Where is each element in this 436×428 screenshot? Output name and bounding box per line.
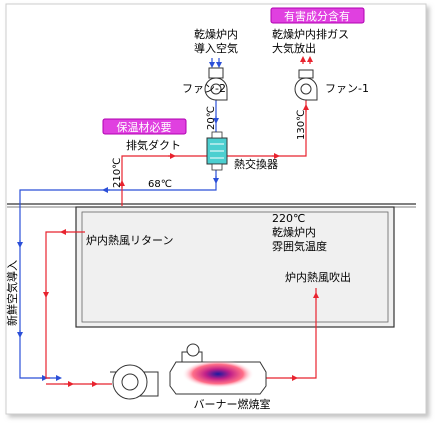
fan-1-label: ファン-1 [325, 82, 369, 95]
fan-1-icon [294, 69, 318, 101]
temp-130-label: 130℃ [296, 110, 307, 140]
insulation-badge: 保温材必要 [102, 118, 187, 135]
heat-exchanger-label: 熱交換器 [234, 157, 278, 171]
temp-68-label: 68℃ [148, 179, 172, 190]
exhaust-duct-label: 排気ダクト [126, 138, 181, 152]
harmful-badge: 有害成分含有 [270, 7, 365, 24]
insulation-badge-text: 保温材必要 [117, 120, 172, 134]
blue-arrows [17, 116, 219, 381]
exhaust-label-2: 大気放出 [272, 41, 316, 55]
burner-chamber-icon [169, 343, 267, 395]
heat-exchanger-icon [206, 131, 228, 171]
oven-atm-label-1: 乾燥炉内 [272, 225, 316, 239]
hot-air-out-label: 炉内熱風吹出 [285, 270, 351, 284]
drying-oven-inner [81, 211, 389, 323]
return-air-label: 炉内熱風リターン [86, 233, 173, 247]
fresh-air-label: 新鮮空気導入 [5, 260, 19, 326]
temp-220-label: 220℃ [272, 212, 305, 225]
drying-oven [75, 206, 395, 328]
temp-20-label: 20℃ [206, 106, 217, 130]
circulation-blower-icon [110, 364, 159, 400]
intake-arrows [209, 58, 222, 68]
fan-2-label: ファン-2 [182, 82, 226, 95]
exhaust-label-1: 乾燥炉内排ガス [272, 27, 349, 41]
harmful-badge-text: 有害成分含有 [284, 9, 350, 23]
oven-atm-label-2: 雰囲気温度 [272, 239, 327, 253]
intake-label-2: 導入空気 [194, 41, 238, 55]
temp-210-label: 210℃ [112, 158, 123, 188]
exhaust-out-arrows [300, 56, 313, 64]
return-air-path [43, 229, 112, 387]
exhaust-path [119, 100, 309, 206]
fan-2-icon [204, 67, 228, 101]
hot-air-supply-path [258, 288, 319, 381]
burner-label: バーナー燃焼室 [194, 397, 271, 411]
intake-label-1: 乾燥炉内 [194, 27, 238, 41]
